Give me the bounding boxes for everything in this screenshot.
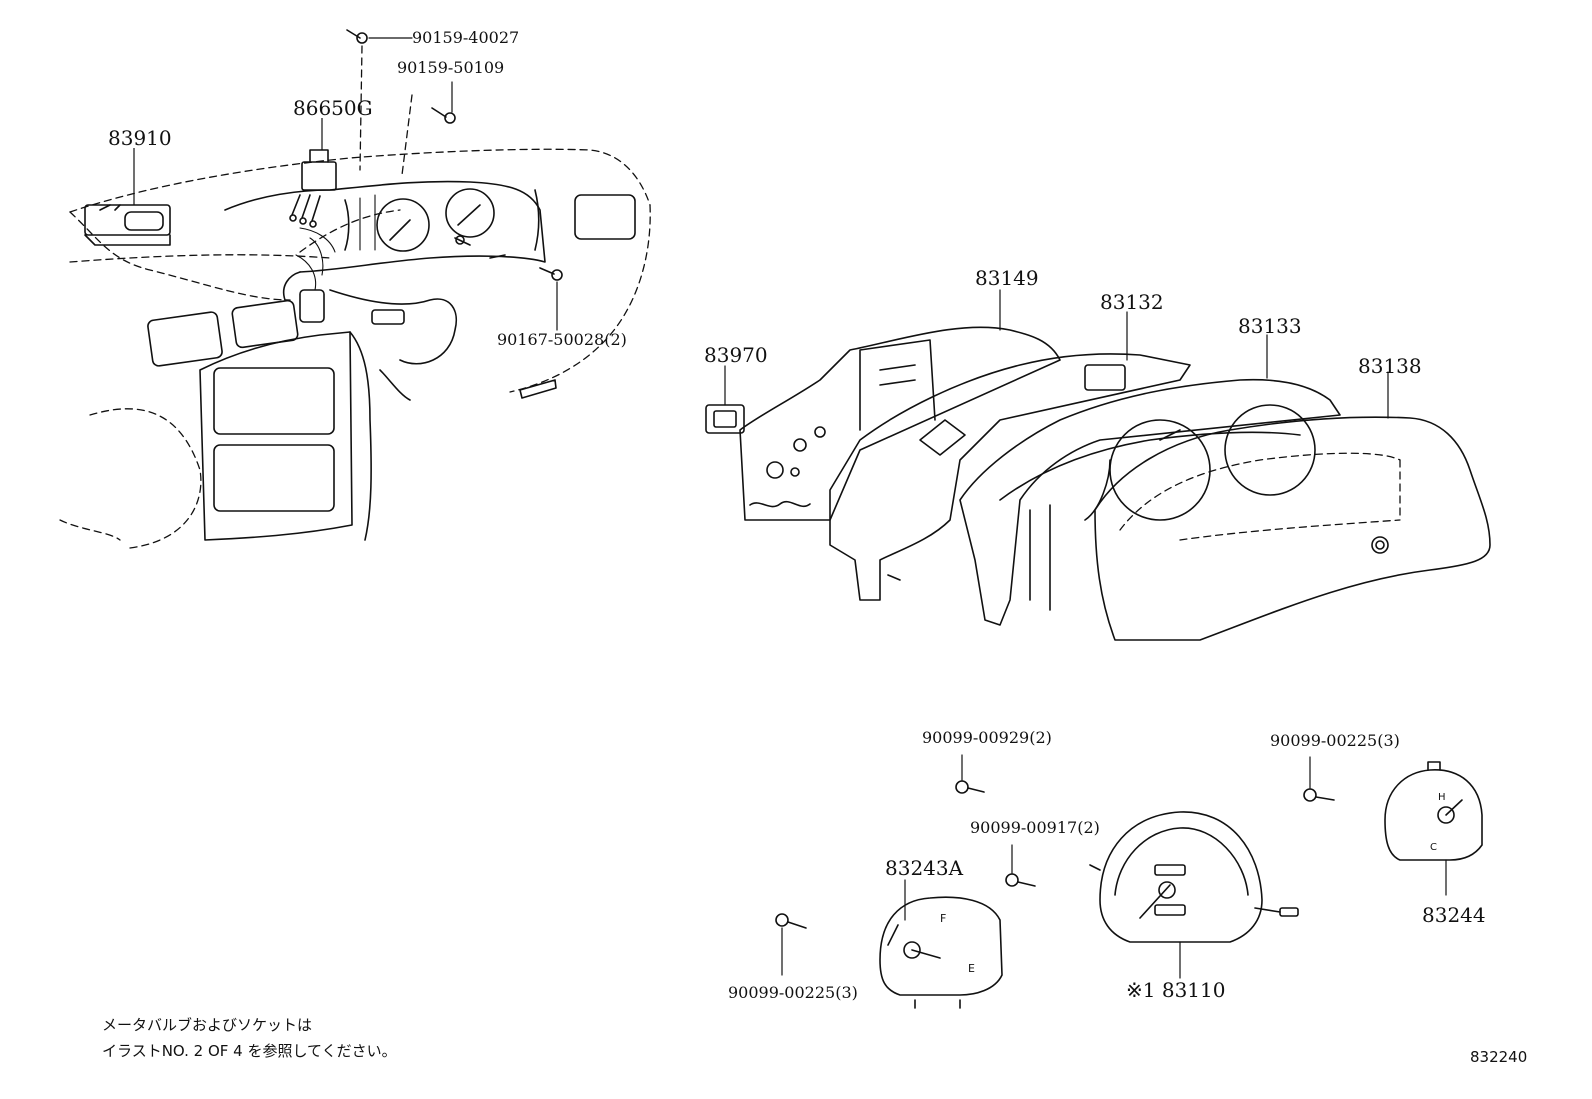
circuit-plate-83149	[739, 289, 1061, 521]
screw-90099-00917-icon	[1005, 844, 1036, 887]
label-83244: 83244	[1422, 903, 1486, 927]
lens-83138	[1094, 371, 1491, 641]
socket-83970-icon	[705, 365, 745, 434]
label-90099-00225-left: 90099-00225(3)	[728, 983, 858, 1002]
svg-text:F: F	[940, 912, 946, 925]
temp-gauge-83244: H C	[1384, 761, 1483, 896]
screw-90099-00929-icon	[955, 754, 985, 794]
screw-90159-50109-icon	[401, 81, 456, 176]
screw-90159-40027-icon	[346, 29, 413, 171]
screw-90167-50028-icon	[539, 267, 563, 331]
label-83133: 83133	[1238, 314, 1302, 338]
label-90159-40027: 90159-40027	[412, 28, 520, 47]
label-90167-50028: 90167-50028(2)	[497, 330, 627, 349]
label-83149: 83149	[975, 266, 1039, 290]
dashboard-assembly	[59, 148, 651, 549]
svg-text:E: E	[968, 962, 975, 975]
label-90099-00225-right: 90099-00225(3)	[1270, 731, 1400, 750]
label-90099-00917: 90099-00917(2)	[970, 818, 1100, 837]
note-line-1: メータバルブおよびソケットは	[102, 1016, 313, 1034]
note-line-2: イラストNO. 2 OF 4 を参照してください。	[102, 1042, 397, 1060]
label-83970: 83970	[704, 343, 768, 367]
label-83243A: 83243A	[885, 856, 964, 880]
screw-90099-00225-right-icon	[1303, 756, 1335, 802]
figure-id: 832240	[1470, 1048, 1528, 1066]
label-90099-00929: 90099-00929(2)	[922, 728, 1052, 747]
label-83138: 83138	[1358, 354, 1422, 378]
label-86650G: 86650G	[293, 96, 373, 120]
screw-90099-00225-left-icon	[775, 913, 807, 976]
label-83110: ※1 83110	[1126, 978, 1226, 1002]
dial-plate-83133	[959, 334, 1341, 626]
fuel-gauge-83243A: F E	[879, 879, 1003, 1009]
speedometer-83110	[1089, 811, 1299, 979]
label-90159-50109: 90159-50109	[397, 58, 505, 77]
label-83132: 83132	[1100, 290, 1164, 314]
label-83910: 83910	[108, 126, 172, 150]
svg-text:C: C	[1430, 842, 1437, 853]
svg-text:H: H	[1438, 792, 1446, 803]
cluster-case-83132	[829, 311, 1191, 601]
